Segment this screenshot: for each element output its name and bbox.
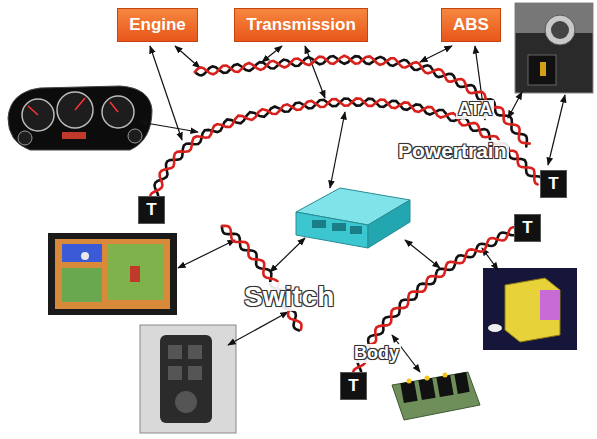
ecu-box: Transmission (234, 8, 368, 42)
powertrain-bus-wire (150, 98, 537, 202)
bus-label: Switch (242, 282, 336, 311)
powertrain-bus-wire (152, 99, 542, 202)
bus-label: Body (352, 344, 401, 363)
terminator-box: T (540, 170, 567, 198)
switch-bus-wire (222, 226, 302, 330)
ata-bus-wire (195, 56, 527, 146)
terminator-box: T (138, 196, 165, 224)
leader-arrows (140, 46, 565, 372)
connector-module (483, 268, 577, 350)
node-text: ABS (453, 15, 489, 35)
instrument-cluster (8, 86, 152, 150)
ecu-box: Engine (117, 8, 198, 42)
terminator-box: T (340, 372, 367, 400)
node-text: T (146, 200, 156, 220)
window-switch-photo (140, 325, 236, 433)
ecu-box: ABS (441, 8, 501, 42)
terminator-box: T (514, 214, 541, 242)
bus-label: ATA (456, 100, 494, 119)
diagnostic-connector-photo (515, 3, 593, 93)
node-text: Transmission (246, 15, 356, 35)
node-text: Engine (129, 15, 186, 35)
switch-panel (48, 233, 177, 315)
node-text: T (348, 376, 358, 396)
central-module (296, 188, 410, 248)
relay-board (392, 372, 480, 420)
node-text: T (548, 174, 558, 194)
node-text: T (522, 218, 532, 238)
bus-label: Powertrain (396, 140, 509, 162)
